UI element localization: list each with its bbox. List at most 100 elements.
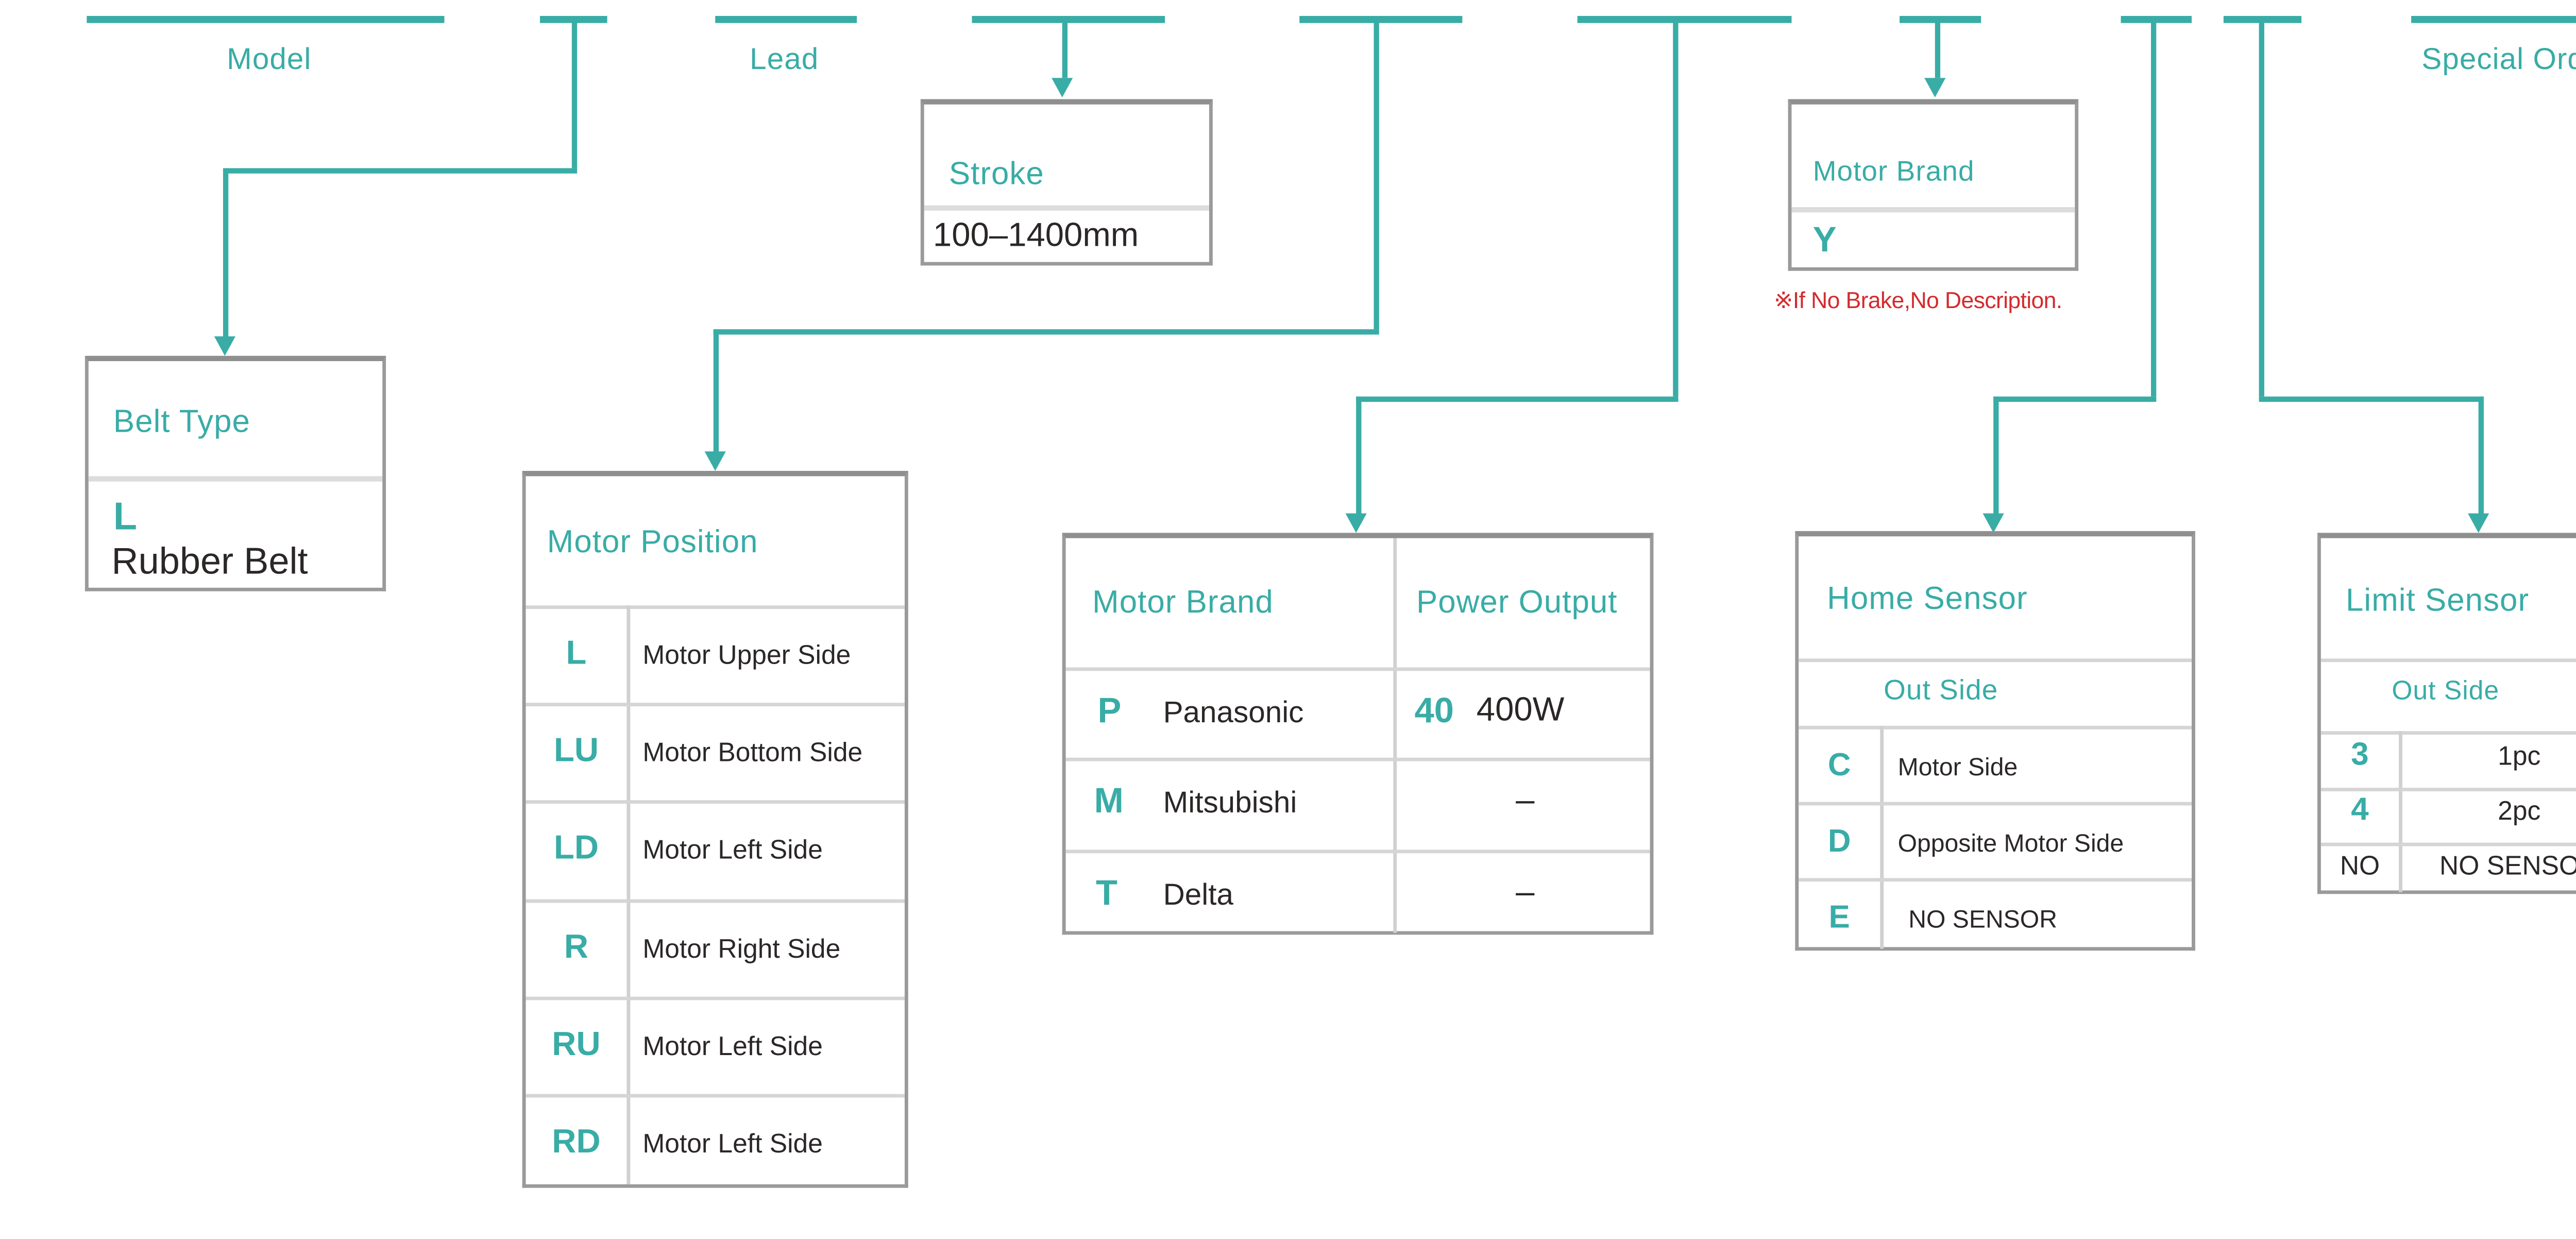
brake-brand-code: Y — [1812, 221, 1837, 261]
divider — [1065, 667, 1650, 671]
brand-name: Delta — [1163, 878, 1233, 912]
row-divider — [526, 703, 905, 707]
divider — [1791, 207, 2075, 213]
tick-stroke — [972, 15, 1165, 23]
mpos-code: RD — [552, 1124, 601, 1162]
tick-model — [87, 15, 445, 23]
home-sensor-subtitle: Out Side — [1884, 676, 1998, 707]
lead-label: Lead — [750, 42, 819, 76]
home-code: E — [1828, 899, 1850, 935]
brand-code: T — [1096, 874, 1118, 914]
row-divider — [1799, 878, 2192, 882]
connector-mbrand-v1 — [1673, 19, 1679, 397]
connector-home-h — [1993, 396, 2157, 402]
connector-brake-v — [1935, 19, 1941, 78]
connector-home-v2 — [1993, 396, 1999, 515]
divider — [1799, 658, 2192, 663]
limit-code: 3 — [2351, 736, 2369, 772]
connector-mpos-h — [713, 329, 1379, 335]
connector-belt-h — [223, 168, 578, 174]
divider — [2320, 658, 2576, 663]
motor-position-title: Motor Position — [547, 524, 758, 559]
limit-sensor-box: Limit Sensor Out Side 3 1pc 4 2pc NO NO … — [2317, 533, 2576, 894]
down-arrow-icon — [1052, 78, 1073, 97]
code-column-divider — [626, 605, 631, 1184]
tick-lead — [715, 15, 857, 23]
power-value: 400W — [1476, 692, 1565, 729]
limit-sensor-subtitle: Out Side — [2392, 676, 2500, 707]
limit-code: NO — [2340, 851, 2380, 882]
limit-code: 4 — [2351, 791, 2369, 827]
row-divider — [1065, 850, 1650, 854]
power-value: – — [1516, 874, 1535, 912]
down-arrow-icon — [704, 451, 726, 471]
brand-code: M — [1094, 782, 1124, 822]
motor-brand-col-header: Motor Brand — [1092, 584, 1274, 620]
row-divider — [526, 996, 905, 1000]
mpos-desc: Motor Right Side — [642, 935, 841, 965]
down-arrow-icon — [214, 336, 236, 356]
special-order-label: Special Order No. — [2421, 42, 2576, 76]
mpos-code: R — [564, 929, 589, 967]
down-arrow-icon — [1345, 513, 1367, 533]
brake-brand-box: Motor Brand Y — [1788, 99, 2079, 271]
stroke-title: Stroke — [948, 156, 1044, 192]
mpos-desc: Motor Bottom Side — [642, 738, 863, 769]
brand-code: P — [1097, 692, 1122, 732]
row-divider — [2320, 788, 2576, 791]
divider — [2320, 731, 2576, 735]
down-arrow-icon — [1924, 78, 1946, 97]
down-arrow-icon — [1982, 513, 2004, 533]
code-column-divider — [1880, 725, 1884, 949]
stroke-value: 100–1400mm — [933, 217, 1139, 255]
tick-motor-position — [1299, 15, 1463, 23]
row-divider — [526, 800, 905, 804]
limit-desc: 1pc — [2498, 741, 2541, 772]
mpos-desc: Motor Left Side — [642, 1032, 823, 1062]
divider — [526, 605, 905, 609]
connector-mpos-v2 — [713, 329, 719, 453]
mpos-code: LU — [553, 733, 599, 770]
mpos-code: RU — [552, 1027, 601, 1064]
home-code: D — [1827, 823, 1851, 859]
column-divider — [1393, 538, 1397, 933]
connector-home-v1 — [2151, 19, 2157, 397]
code-column-divider — [2399, 731, 2402, 892]
connector-mpos-v1 — [1374, 19, 1379, 330]
home-desc: Opposite Motor Side — [1897, 828, 2124, 857]
divider — [1799, 725, 2192, 729]
mpos-desc: Motor Left Side — [642, 1129, 823, 1160]
mpos-desc: Motor Upper Side — [642, 640, 851, 671]
limit-desc: 2pc — [2498, 796, 2541, 827]
home-desc: Motor Side — [1897, 752, 2018, 781]
model-label: Model — [227, 42, 312, 76]
connector-belt-v1 — [571, 19, 578, 168]
limit-desc: NO SENSOR — [2439, 851, 2576, 882]
connector-mbrand-h — [1356, 396, 1679, 402]
divider — [924, 205, 1209, 211]
home-sensor-title: Home Sensor — [1827, 581, 2028, 616]
row-divider — [1799, 802, 2192, 806]
limit-sensor-title: Limit Sensor — [2345, 582, 2530, 618]
row-divider — [1065, 757, 1650, 761]
mpos-code: L — [566, 635, 587, 673]
home-code: C — [1827, 747, 1851, 783]
mpos-desc: Motor Left Side — [642, 835, 823, 866]
connector-limit-v2 — [2478, 396, 2484, 515]
row-divider — [2320, 842, 2576, 846]
motor-position-box: Motor Position L Motor Upper Side LU Mot… — [522, 471, 908, 1188]
connector-mbrand-v2 — [1356, 396, 1362, 515]
row-divider — [526, 1094, 905, 1098]
home-sensor-box: Home Sensor Out Side C Motor Side D Oppo… — [1795, 531, 2195, 951]
belt-type-title: Belt Type — [113, 403, 250, 439]
row-divider — [526, 899, 905, 903]
brake-note: ※If No Brake,No Description. — [1774, 286, 2062, 314]
connector-belt-v2 — [223, 168, 229, 338]
connector-limit-v1 — [2259, 19, 2264, 397]
belt-type-box: Belt Type L Rubber Belt — [84, 355, 386, 591]
brand-name: Panasonic — [1163, 695, 1304, 729]
home-desc: NO SENSOR — [1908, 904, 2057, 933]
motor-brand-table: Motor Brand Power Output P Panasonic 40 … — [1062, 533, 1654, 935]
connector-stroke-v — [1062, 19, 1068, 78]
